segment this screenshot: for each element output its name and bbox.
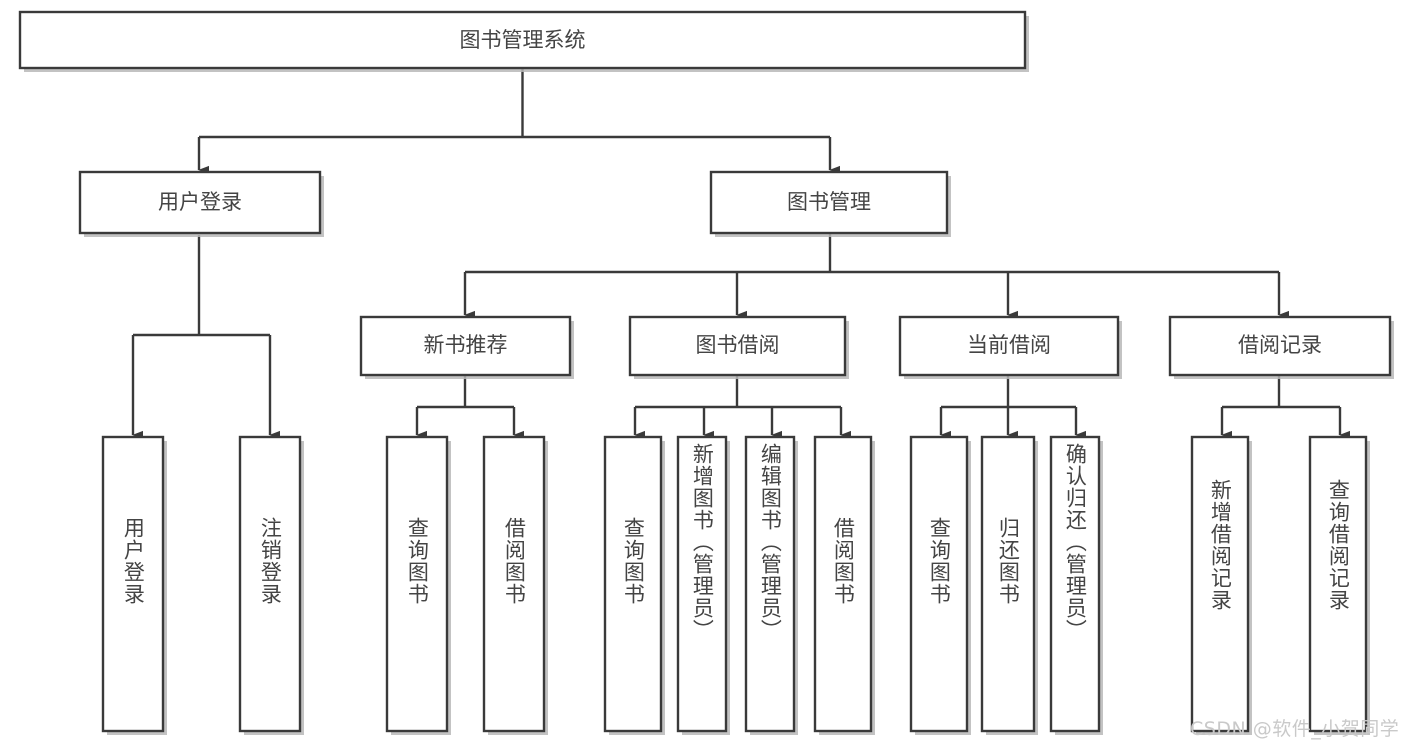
leaf-box — [744, 435, 796, 733]
current-borrow-box — [898, 315, 1120, 377]
leaf-box — [238, 435, 302, 733]
root-box — [18, 10, 1027, 70]
leaf-current-borrow-3[interactable] — [1049, 435, 1103, 735]
leaf-box — [1308, 435, 1368, 733]
leaf-box — [676, 435, 728, 733]
leaf-box — [980, 435, 1036, 733]
leaf-box — [909, 435, 969, 733]
leaf-new-book-1[interactable] — [385, 435, 451, 735]
leaf-box — [1190, 435, 1250, 733]
node-current-borrow[interactable]: 当前借阅 — [898, 315, 1122, 379]
current-borrow-label: 当前借阅 — [967, 333, 1051, 357]
node-borrow-record[interactable]: 借阅记录 — [1168, 315, 1394, 379]
leaf-book-borrow-4[interactable] — [813, 435, 875, 735]
user-login-label: 用户登录 — [158, 190, 242, 214]
new-book-recommend-label: 新书推荐 — [424, 333, 508, 357]
borrow-record-label: 借阅记录 — [1238, 333, 1322, 357]
new-book-recommend-box — [359, 315, 572, 377]
leaf-book-borrow-2[interactable] — [676, 435, 730, 735]
leaf-user-login-1[interactable] — [101, 435, 167, 735]
node-new-book-recommend[interactable]: 新书推荐 — [359, 315, 574, 379]
root-label: 图书管理系统 — [460, 28, 586, 52]
node-root[interactable]: 图书管理系统 — [18, 10, 1029, 72]
leaf-borrow-record-2[interactable] — [1308, 435, 1370, 735]
leaf-user-login-2[interactable] — [238, 435, 304, 735]
leaf-book-borrow-1[interactable] — [603, 435, 665, 735]
leaf-box — [101, 435, 165, 733]
leaf-new-book-2[interactable] — [482, 435, 548, 735]
leaf-current-borrow-1[interactable] — [909, 435, 971, 735]
leaf-current-borrow-2[interactable] — [980, 435, 1038, 735]
leaf-borrow-record-1[interactable] — [1190, 435, 1252, 735]
leaf-box — [385, 435, 449, 733]
leaf-box — [482, 435, 546, 733]
leaf-box — [1049, 435, 1101, 733]
node-user-login[interactable]: 用户登录 — [78, 170, 324, 237]
leaf-book-borrow-3[interactable] — [744, 435, 798, 735]
user-login-box — [78, 170, 322, 235]
node-book-borrow[interactable]: 图书借阅 — [628, 315, 849, 379]
node-book-management[interactable]: 图书管理 — [709, 170, 951, 237]
book-borrow-box — [628, 315, 847, 377]
book-management-label: 图书管理 — [787, 190, 871, 214]
book-borrow-label: 图书借阅 — [696, 333, 780, 357]
borrow-record-box — [1168, 315, 1392, 377]
leaf-box — [813, 435, 873, 733]
connector-layer — [131, 68, 1351, 440]
book-management-box — [709, 170, 949, 235]
leaf-box — [603, 435, 663, 733]
